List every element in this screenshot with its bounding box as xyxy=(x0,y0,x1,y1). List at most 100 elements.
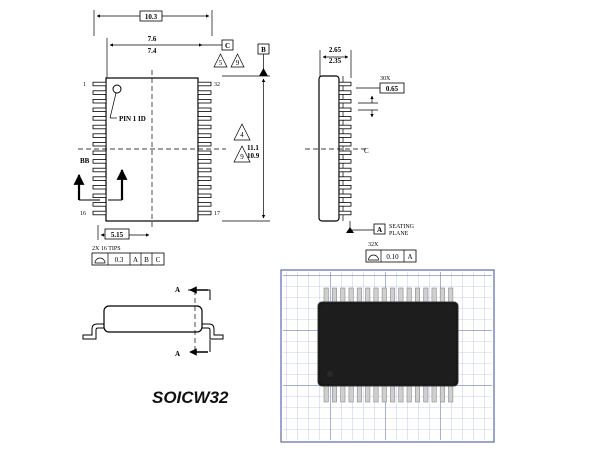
lead-right xyxy=(197,116,212,121)
lead-right xyxy=(197,176,212,181)
lead-right xyxy=(197,184,212,190)
dim-height-min: 2.35 xyxy=(329,57,342,65)
lead-side xyxy=(338,202,352,207)
seating-plane-line1: SEATING xyxy=(389,224,415,230)
lead-right xyxy=(197,193,212,198)
photo-lead-bottom xyxy=(406,383,412,403)
dim-lead-span-min: 7.4 xyxy=(148,47,157,55)
lead-left xyxy=(92,133,107,138)
lead-right xyxy=(197,90,212,95)
photo-lead-bottom xyxy=(398,383,404,403)
lead-left xyxy=(92,159,107,164)
datum-c: C xyxy=(225,42,230,50)
lead-left xyxy=(92,202,107,207)
fcf-datum: A xyxy=(407,253,412,261)
note-5-flag: 5 xyxy=(219,59,223,67)
centerline-symbol: C xyxy=(364,147,369,155)
photo-lead-bottom xyxy=(381,383,387,403)
photo-lead-bottom xyxy=(390,383,396,403)
chip-photo xyxy=(280,269,495,443)
section-label-a-bottom: A xyxy=(175,350,180,358)
lead-side xyxy=(338,133,352,138)
lead-left xyxy=(92,124,107,130)
lead-left xyxy=(92,167,107,173)
side-fcf: 0.10 A xyxy=(365,249,417,263)
dim-lead: 0.65 xyxy=(386,85,399,93)
seating-plane-line2: PLANE xyxy=(389,231,409,237)
lead-side xyxy=(338,124,352,130)
package-name: SOICW32 xyxy=(152,388,229,407)
lead-left xyxy=(92,141,107,147)
note-9-flag: 9 xyxy=(236,59,240,67)
lead-right xyxy=(197,81,212,87)
lead-side xyxy=(338,184,352,190)
section-label-a-top: A xyxy=(175,286,180,294)
lead-right xyxy=(197,210,212,216)
top-view: 10.3 7.6 7.4 C 5 9 B PIN 1 ID 1 16 17 xyxy=(73,10,270,266)
lead-left xyxy=(92,150,107,155)
profile-surface-icon xyxy=(94,257,106,264)
lead-side xyxy=(338,159,352,164)
lead-side xyxy=(338,107,352,112)
section-view: A A xyxy=(82,286,224,358)
note-9b-flag: 9 xyxy=(240,153,244,161)
lead-right xyxy=(197,107,212,112)
pin-16-label: 16 xyxy=(80,211,86,217)
lead-right xyxy=(197,202,212,207)
photo-lead-bottom xyxy=(414,383,420,403)
lead-left xyxy=(92,107,107,112)
dim-length-max: 11.1 xyxy=(247,144,259,152)
lead-side xyxy=(338,116,352,121)
fcf-datum-c: C xyxy=(156,256,161,264)
dim-length-min: 10.9 xyxy=(247,152,260,160)
lead-side xyxy=(338,141,352,147)
dim-height-max: 2.65 xyxy=(329,46,342,54)
dim-body-width: 10.3 xyxy=(145,13,158,21)
lead-side xyxy=(338,176,352,181)
lead-left xyxy=(92,176,107,181)
pin-1-label: 1 xyxy=(83,82,86,88)
fcf-datum-b: B xyxy=(144,256,149,264)
photo-lead-bottom xyxy=(423,383,429,403)
photo-lead-bottom xyxy=(431,383,437,403)
tips-label: 2X 16 TIPS xyxy=(92,246,121,252)
lead-right xyxy=(197,124,212,130)
lead-right xyxy=(197,167,212,173)
lead-left xyxy=(92,90,107,95)
lead-side xyxy=(338,210,352,216)
lead-side xyxy=(338,193,352,198)
lead-left xyxy=(92,193,107,198)
lead-side xyxy=(338,99,352,104)
lead-left xyxy=(92,210,107,216)
photo-lead-bottom xyxy=(340,383,346,403)
lead-right xyxy=(197,99,212,104)
photo-lead-bottom xyxy=(439,383,445,403)
datum-b: B xyxy=(261,46,266,54)
note-4-flag: 4 xyxy=(240,131,244,139)
photo-lead-bottom xyxy=(373,383,379,403)
lead-side xyxy=(338,150,352,155)
top-fcf: 0.3 A B C xyxy=(91,252,165,266)
lead-count-label: 30X xyxy=(380,76,391,82)
fcf-tolerance: 0.10 xyxy=(386,253,399,261)
top-view-leads xyxy=(92,81,212,216)
pin-32-label: 32 xyxy=(214,82,220,88)
photo-lead-bottom xyxy=(365,383,371,403)
photo-lead-bottom xyxy=(323,383,329,403)
dim-pitch: 5.15 xyxy=(111,231,124,239)
photo-lead-bottom xyxy=(331,383,337,403)
fcf-tolerance: 0.3 xyxy=(115,256,124,264)
photo-lead-bottom xyxy=(348,383,354,403)
profile-surface-icon xyxy=(368,254,379,261)
lead-side xyxy=(338,167,352,173)
lead-side xyxy=(338,90,352,95)
fcf-datum-a: A xyxy=(133,256,138,264)
photo-lead-bottom xyxy=(448,383,454,403)
lead-left xyxy=(92,184,107,190)
dim-lead-span-max: 7.6 xyxy=(148,35,157,43)
tol-count-label: 32X xyxy=(368,242,379,248)
lead-right xyxy=(197,159,212,164)
side-view: 2.65 2.35 C 30X 0.65 A SEATING PLANE 32X… xyxy=(305,46,417,263)
datum-a: A xyxy=(377,226,382,234)
